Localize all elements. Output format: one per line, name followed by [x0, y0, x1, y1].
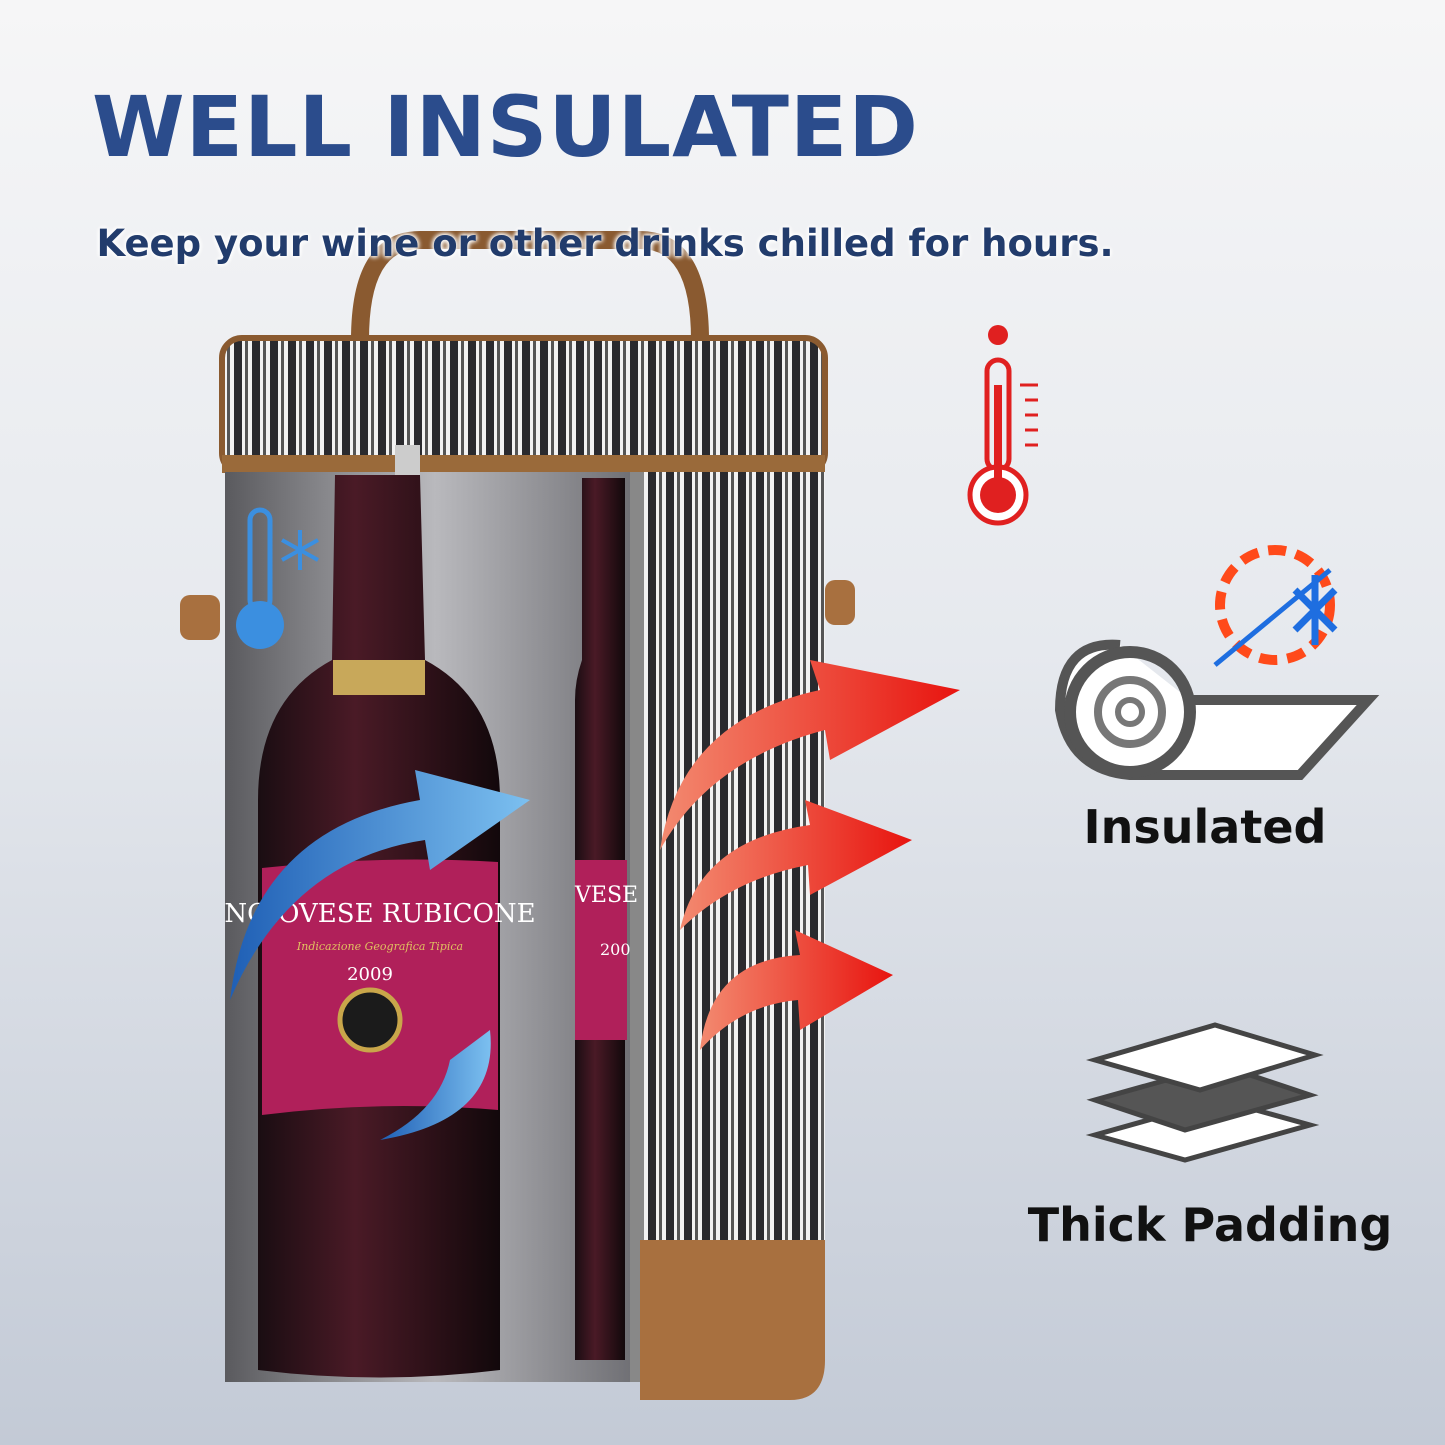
- subtitle: Keep your wine or other drinks chilled f…: [96, 222, 1114, 265]
- bottle-label-year: 2009: [347, 964, 393, 985]
- feature-label-thick-padding: Thick Padding: [1027, 1198, 1393, 1252]
- page-title: WELL INSULATED: [92, 78, 920, 176]
- insulation-roll-hot-cold-icon: [1054, 545, 1380, 780]
- leather-base: [640, 1240, 825, 1400]
- bag-handle: [351, 231, 709, 341]
- second-bottle-year: 200: [600, 940, 631, 959]
- heat-blocked-arrows: [660, 660, 960, 1050]
- bottle-label-subname: Indicazione Geografica Tipica: [296, 940, 463, 953]
- second-wine-bottle: [575, 478, 627, 1360]
- padding-layers-icon: [1085, 1022, 1324, 1163]
- red-thermometer-icon: [967, 325, 1038, 526]
- wine-label: [262, 859, 498, 1115]
- cold-airflow-arrows: [230, 770, 530, 1140]
- wine-bottle: [258, 475, 500, 1378]
- feature-label-insulated: Insulated: [1083, 800, 1327, 854]
- bag-lid: [219, 335, 828, 476]
- blue-thermometer-snowflake-icon: [236, 507, 319, 649]
- second-bottle-label: VESE: [574, 883, 638, 908]
